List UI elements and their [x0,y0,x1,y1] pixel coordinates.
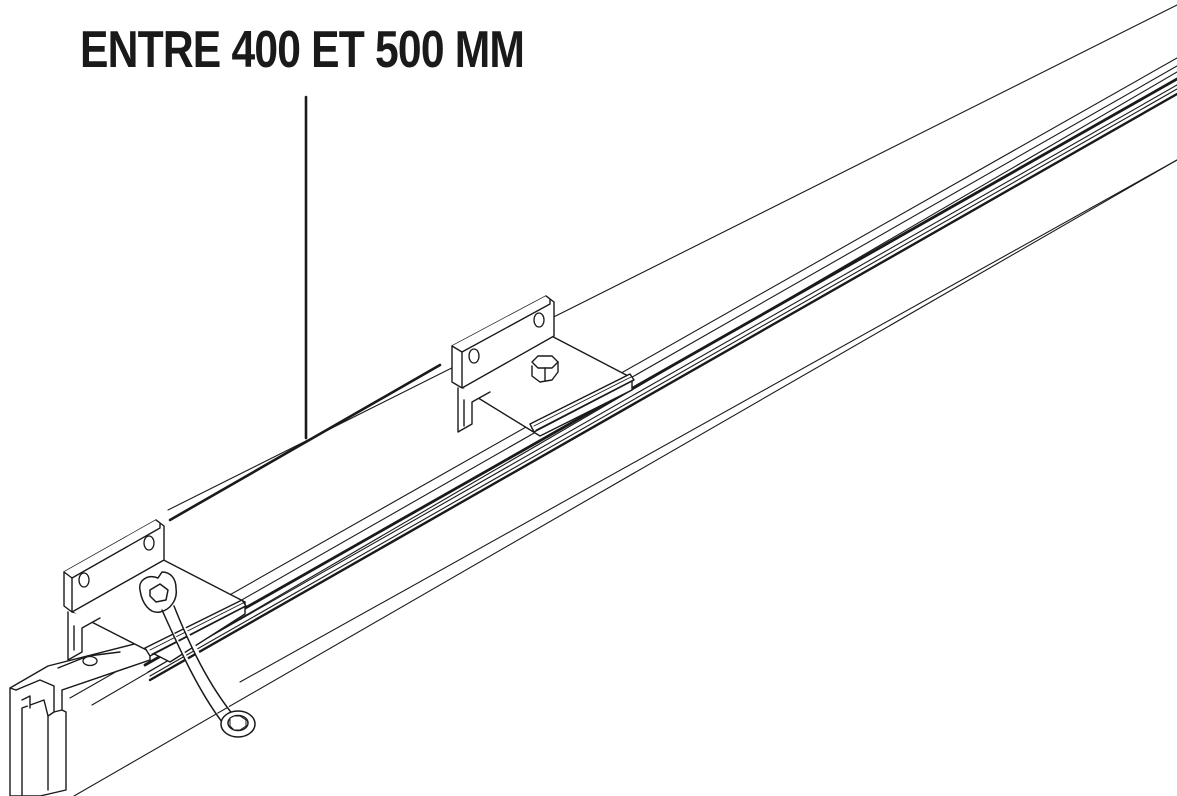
rail-end-section [9,639,151,796]
bracket-hole-icon [78,572,90,588]
bracket-hole-icon [143,535,155,551]
dimension-leader-line [168,95,442,522]
bracket-hole-icon [468,348,480,364]
diagram-title: ENTRE 400 ET 500 MM [80,21,525,79]
hex-bolt-icon [531,355,559,383]
mounting-bracket-rear [451,295,635,437]
rail-hole-icon [82,655,98,667]
bracket-hole-icon [533,312,545,328]
rail-profile [9,57,1177,796]
combination-wrench-icon [139,571,256,738]
